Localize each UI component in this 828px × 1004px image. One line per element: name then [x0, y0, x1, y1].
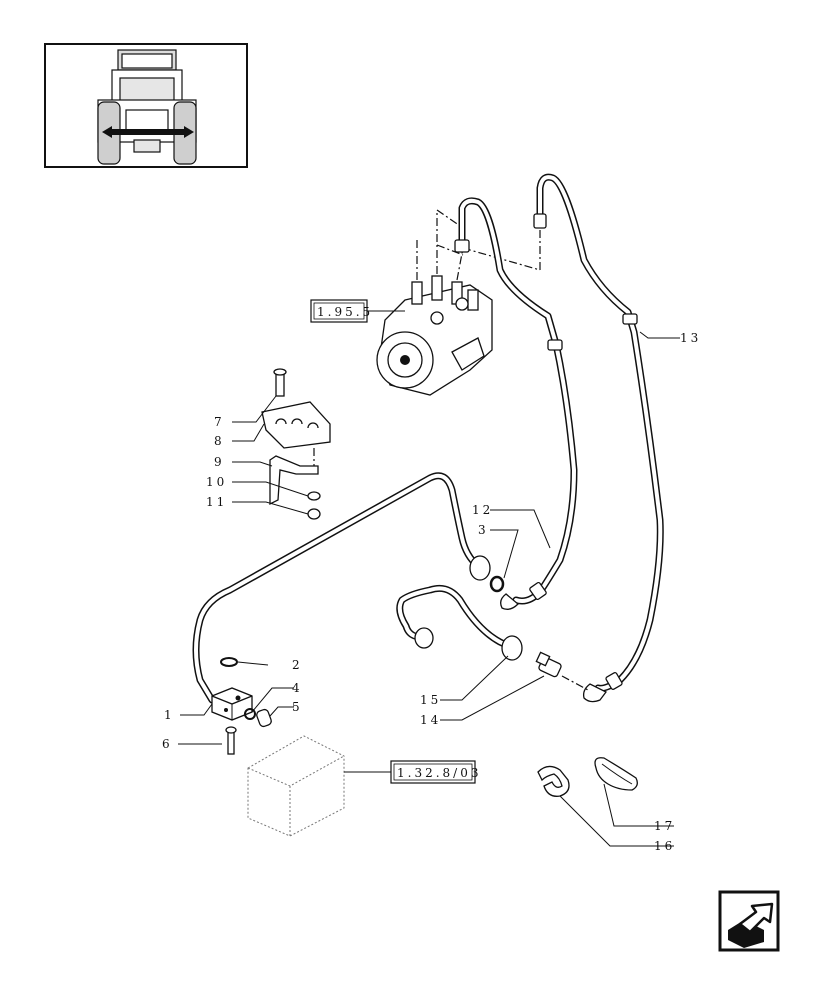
callout-12: 12 — [472, 503, 493, 517]
callout-1: 1 — [164, 708, 175, 722]
svg-text:1.95.5: 1.95.5 — [317, 305, 373, 319]
fitting-14 — [535, 651, 589, 691]
callout-17: 17 — [654, 819, 675, 833]
callout-5: 5 — [292, 700, 303, 714]
callout-8: 8 — [214, 434, 225, 448]
callout-11: 11 — [206, 495, 227, 509]
callout-15: 15 — [420, 693, 441, 707]
leader-lines — [178, 331, 680, 847]
callout-6: 6 — [162, 737, 173, 751]
next-page-arrow-icon[interactable] — [718, 890, 780, 952]
pipe-left — [192, 472, 491, 704]
pipe-15 — [396, 584, 523, 661]
clamp-bracket — [261, 368, 331, 520]
pipe-13 — [533, 173, 664, 703]
callout-10: 10 — [206, 475, 227, 489]
ref-steering-unit[interactable]: 1.95.5 — [310, 299, 405, 323]
callout-13: 13 — [680, 331, 701, 345]
svg-text:1.32.8/03: 1.32.8/03 — [397, 766, 481, 780]
clip-16 — [537, 765, 570, 797]
fitting-3 — [489, 575, 505, 593]
manifold-block — [211, 657, 272, 755]
callout-7: 7 — [214, 415, 225, 429]
steering-unit — [376, 209, 541, 396]
battery-ghost — [247, 735, 345, 837]
callout-2: 2 — [292, 658, 303, 672]
ref-battery[interactable]: 1.32.8/03 — [344, 760, 481, 784]
callout-9: 9 — [214, 455, 225, 469]
pipe-12 — [454, 197, 578, 610]
clip-17 — [594, 757, 638, 791]
tractor-thumbnail — [44, 43, 248, 168]
callout-4: 4 — [292, 681, 303, 695]
callout-3: 3 — [478, 523, 489, 537]
callout-labels: 7 8 9 10 11 2 4 5 1 6 12 3 13 15 14 17 1… — [162, 331, 701, 853]
callout-14: 14 — [420, 713, 441, 727]
callout-16: 16 — [654, 839, 675, 853]
